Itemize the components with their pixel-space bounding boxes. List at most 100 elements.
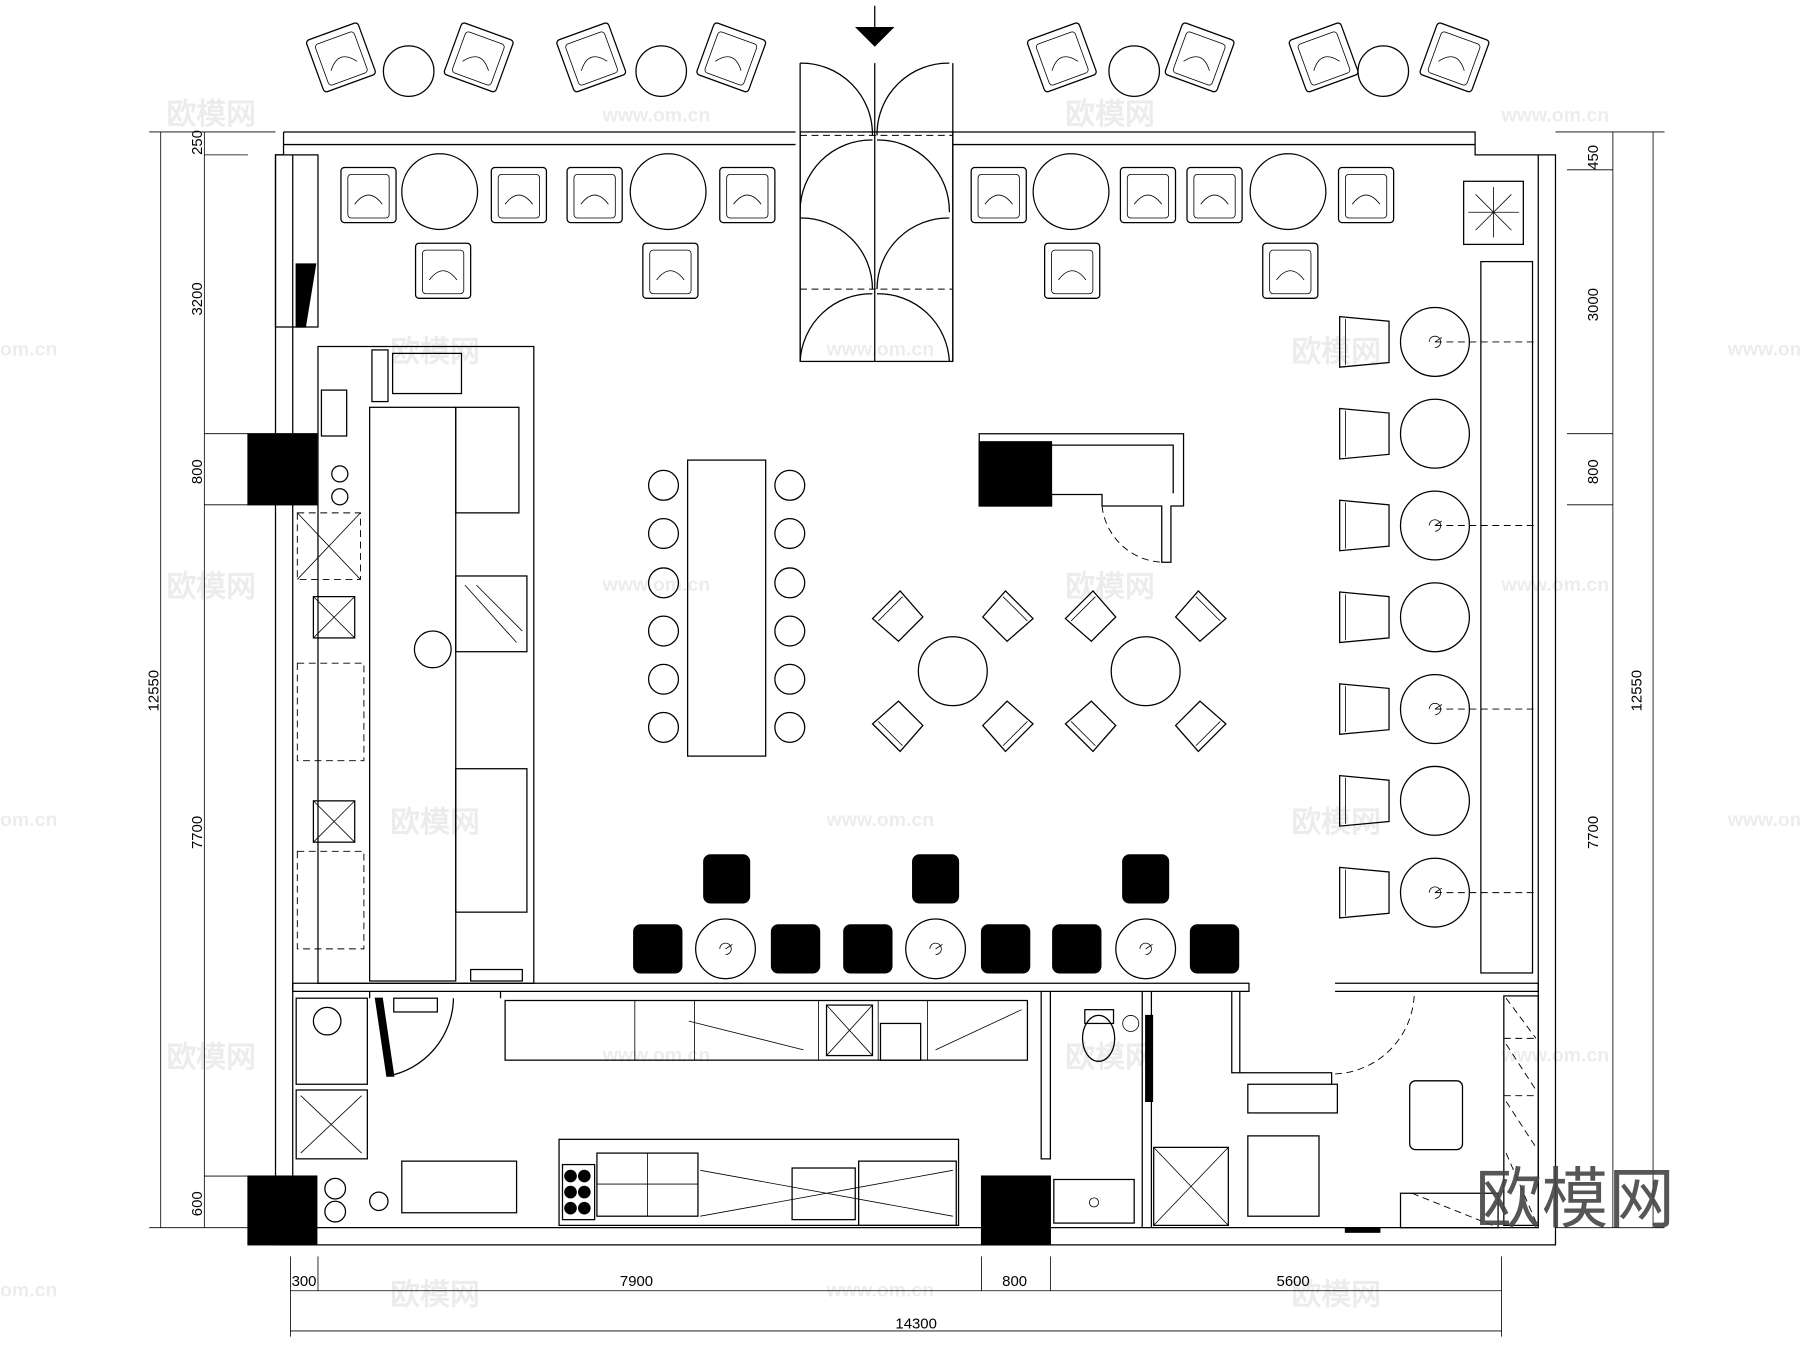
armchair: [305, 22, 376, 93]
dim-left-4: 7700: [190, 816, 206, 849]
watermark-site: www.om.cn: [826, 339, 935, 361]
chair: [871, 700, 924, 753]
watermark-site: www.om.cn: [1501, 1044, 1610, 1066]
entrance-doors: [799, 5, 954, 363]
dim-bottom-2: 7900: [620, 1274, 653, 1290]
stool: [774, 663, 806, 695]
chair: [1339, 683, 1390, 736]
armchair: [970, 166, 1027, 224]
burner-icon: [577, 1169, 591, 1183]
dim-bottom-4: 5600: [1277, 1274, 1310, 1290]
armchair: [696, 22, 767, 93]
watermark-site: www.om.cn: [602, 105, 711, 127]
chair: [1339, 499, 1390, 552]
watermark-logo: 欧模网: [1291, 805, 1381, 840]
watermark-logo: 欧模网: [1065, 570, 1155, 605]
dim-bottom-total: 14300: [895, 1317, 936, 1333]
armchair: [1288, 22, 1359, 93]
watermark-site: www.om.cn: [1501, 574, 1610, 596]
stool: [647, 567, 680, 599]
stool: [647, 615, 680, 647]
chair: [1339, 315, 1390, 368]
chair: [1339, 866, 1390, 919]
watermark-site: www.om.cn: [602, 1044, 711, 1066]
table-base-icon: [1428, 702, 1443, 716]
walls: [247, 131, 1557, 1246]
long-table: [686, 459, 767, 757]
dimension-lines: 250 3200 800 7700 600 12550 450 3000 800…: [146, 130, 1665, 1337]
kitchen-area: [295, 345, 1539, 1233]
dim-right-3: 800: [1586, 459, 1602, 484]
burner-icon: [577, 1185, 591, 1199]
watermark-logo: 欧模网: [166, 97, 256, 132]
armchair: [1186, 166, 1243, 224]
table-base-icon: [1428, 886, 1443, 899]
stool: [774, 469, 806, 501]
stool: [774, 517, 806, 550]
dim-right-total: 12550: [1630, 670, 1646, 711]
watermarks: 欧模网 欧模网 欧模网 欧模网 欧模网 欧模网 欧模网 欧模网 欧模网 欧模网 …: [0, 97, 1800, 1313]
chair: [1064, 700, 1117, 753]
column: [247, 1175, 318, 1246]
chair: [871, 590, 924, 643]
watermark-site: www.om.cn: [826, 1280, 935, 1302]
stool: [774, 567, 806, 599]
stool: [980, 924, 1031, 974]
watermark-logo: 欧模网: [1291, 334, 1381, 369]
bar-table: [905, 918, 967, 980]
dim-left-3: 800: [190, 459, 206, 484]
armchair: [1262, 242, 1319, 299]
chair: [1174, 700, 1227, 753]
stool: [703, 854, 751, 904]
chair: [1339, 407, 1390, 460]
bar-table: [695, 918, 756, 980]
watermark-site: om.cn: [0, 809, 57, 831]
booth-table: [1399, 398, 1471, 469]
entrance-arrow-icon: [854, 26, 895, 47]
terrace-table: [635, 45, 688, 98]
dim-left-total: 12550: [146, 670, 162, 711]
dim-right-1: 450: [1586, 145, 1602, 170]
dim-left-5: 600: [190, 1191, 206, 1216]
watermark-site: www.om.cn: [1501, 105, 1610, 127]
round-table: [1032, 153, 1110, 231]
armchair: [1337, 166, 1395, 224]
furniture: [305, 22, 1536, 980]
watermark-logo: 欧模网: [166, 570, 256, 605]
watermark-logo: 欧模网: [390, 805, 480, 840]
burner-icon: [564, 1185, 577, 1199]
burner-icon: [577, 1201, 591, 1215]
armchair: [1164, 22, 1235, 93]
round-table: [917, 636, 988, 707]
terrace-table: [1108, 45, 1161, 98]
stool: [912, 854, 960, 904]
watermark-logo: 欧模网: [1065, 1040, 1155, 1075]
armchair: [1419, 22, 1490, 93]
dim-bottom-3: 800: [1002, 1274, 1027, 1290]
watermark-logo: 欧模网: [390, 334, 480, 369]
round-table: [1249, 153, 1327, 231]
column: [980, 1175, 1051, 1246]
cashier-counter: [978, 433, 1185, 563]
watermark-logo: 欧模网: [1065, 97, 1155, 132]
burner-icon: [564, 1169, 577, 1183]
armchair: [566, 166, 623, 224]
plant-icon: [1463, 180, 1524, 246]
stool: [774, 711, 806, 743]
staff-figure: [413, 630, 452, 669]
stool: [843, 924, 893, 974]
stool: [647, 711, 680, 743]
table-base-icon: [929, 942, 943, 956]
round-table: [401, 153, 479, 231]
stool: [647, 517, 680, 550]
chair: [1064, 590, 1117, 643]
table-base-icon: [1139, 942, 1153, 956]
watermark-main-logo: 欧模网: [1475, 1160, 1675, 1238]
watermark-site: www.om.cn: [1727, 339, 1800, 361]
dim-bottom-1: 300: [292, 1274, 317, 1290]
dim-left-1: 250: [190, 130, 206, 155]
bar-table: [1115, 918, 1177, 980]
chair: [1174, 590, 1227, 643]
